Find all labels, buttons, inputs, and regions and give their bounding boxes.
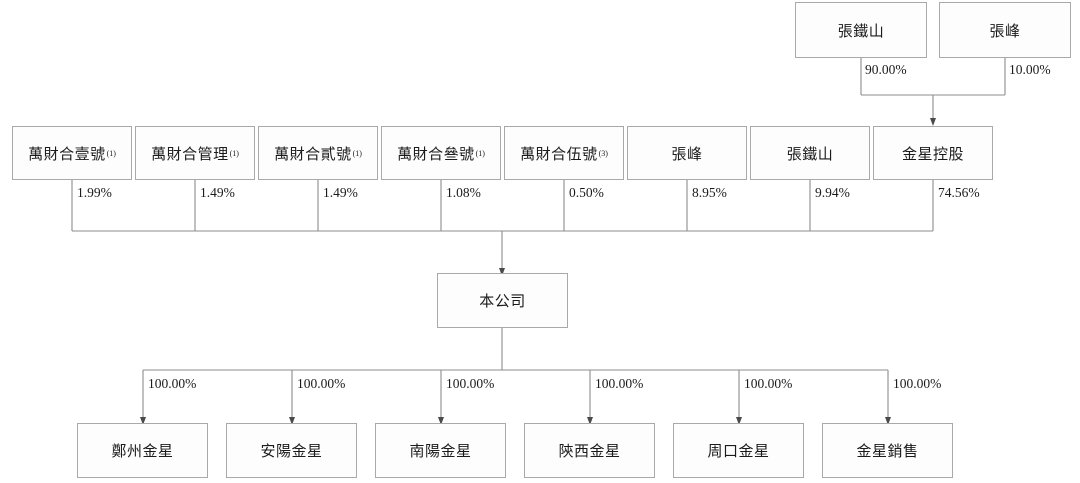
node-label: 周口金星 <box>707 444 770 460</box>
node-label: 張峰 <box>989 23 1021 40</box>
node-jinxing-holding[interactable]: 金星控股 <box>873 126 993 180</box>
node-zhang-tieshan-top[interactable]: 張鐵山 <box>795 2 927 58</box>
node-label: 萬財合伍號 <box>520 146 598 163</box>
node-label: 鄭州金星 <box>111 444 174 460</box>
node-label: 本公司 <box>479 294 526 310</box>
node-label: 金星銷售 <box>856 444 919 460</box>
node-footnote-marker: (3) <box>598 148 608 158</box>
pct-wancaihe-erhao: 1.49% <box>323 185 358 200</box>
pct-zhang-feng-top: 10.00% <box>1009 62 1051 77</box>
node-wancaihe-wuhao[interactable]: 萬財合伍號(3) <box>504 126 624 180</box>
pct-nanyang-jinxing: 100.00% <box>446 376 495 391</box>
node-zhang-tieshan[interactable]: 張鐵山 <box>750 126 870 180</box>
pct-zhoukou-jinxing: 100.00% <box>744 376 793 391</box>
pct-wancaihe-sanhao: 1.08% <box>446 185 481 200</box>
node-label: 安陽金星 <box>260 444 323 460</box>
node-nanyang-jinxing[interactable]: 南陽金星 <box>375 423 506 478</box>
node-footnote-marker: (1) <box>352 148 362 158</box>
pct-zhang-tieshan: 9.94% <box>815 185 850 200</box>
pct-wancaihe-yihao: 1.99% <box>77 185 112 200</box>
pct-zhang-tieshan-top: 90.00% <box>865 62 907 77</box>
node-label: 金星控股 <box>901 146 964 163</box>
pct-jinxing-holding: 74.56% <box>938 185 980 200</box>
pct-wancaihe-guanli: 1.49% <box>200 185 235 200</box>
node-the-company[interactable]: 本公司 <box>437 273 568 328</box>
node-jinxing-sales[interactable]: 金星銷售 <box>822 423 953 478</box>
pct-shaanxi-jinxing: 100.00% <box>595 376 644 391</box>
pct-zhang-feng: 8.95% <box>692 185 727 200</box>
node-label: 萬財合管理 <box>151 146 229 163</box>
node-label: 萬財合叄號 <box>397 146 475 163</box>
node-zhang-feng[interactable]: 張峰 <box>627 126 747 180</box>
node-wancaihe-guanli[interactable]: 萬財合管理(1) <box>135 126 255 180</box>
node-wancaihe-yihao[interactable]: 萬財合壹號(1) <box>12 126 132 180</box>
node-zhang-feng-top[interactable]: 張峰 <box>939 2 1071 58</box>
node-shaanxi-jinxing[interactable]: 陝西金星 <box>524 423 655 478</box>
node-label: 張鐵山 <box>837 23 885 40</box>
node-wancaihe-erhao[interactable]: 萬財合貳號(1) <box>258 126 378 180</box>
node-label: 張峰 <box>671 146 703 163</box>
pct-anyang-jinxing: 100.00% <box>297 376 346 391</box>
node-label: 南陽金星 <box>409 444 472 460</box>
node-footnote-marker: (1) <box>229 148 239 158</box>
node-zhengzhou-jinxing[interactable]: 鄭州金星 <box>77 423 208 478</box>
node-label: 萬財合壹號 <box>28 146 106 163</box>
node-zhoukou-jinxing[interactable]: 周口金星 <box>673 423 804 478</box>
node-footnote-marker: (1) <box>106 148 116 158</box>
node-label: 陝西金星 <box>558 444 621 460</box>
node-footnote-marker: (1) <box>475 148 485 158</box>
pct-zhengzhou-jinxing: 100.00% <box>148 376 197 391</box>
node-anyang-jinxing[interactable]: 安陽金星 <box>226 423 357 478</box>
node-label: 萬財合貳號 <box>274 146 352 163</box>
node-wancaihe-sanhao[interactable]: 萬財合叄號(1) <box>381 126 501 180</box>
node-label: 張鐵山 <box>786 146 834 163</box>
pct-jinxing-sales: 100.00% <box>893 376 942 391</box>
pct-wancaihe-wuhao: 0.50% <box>569 185 604 200</box>
